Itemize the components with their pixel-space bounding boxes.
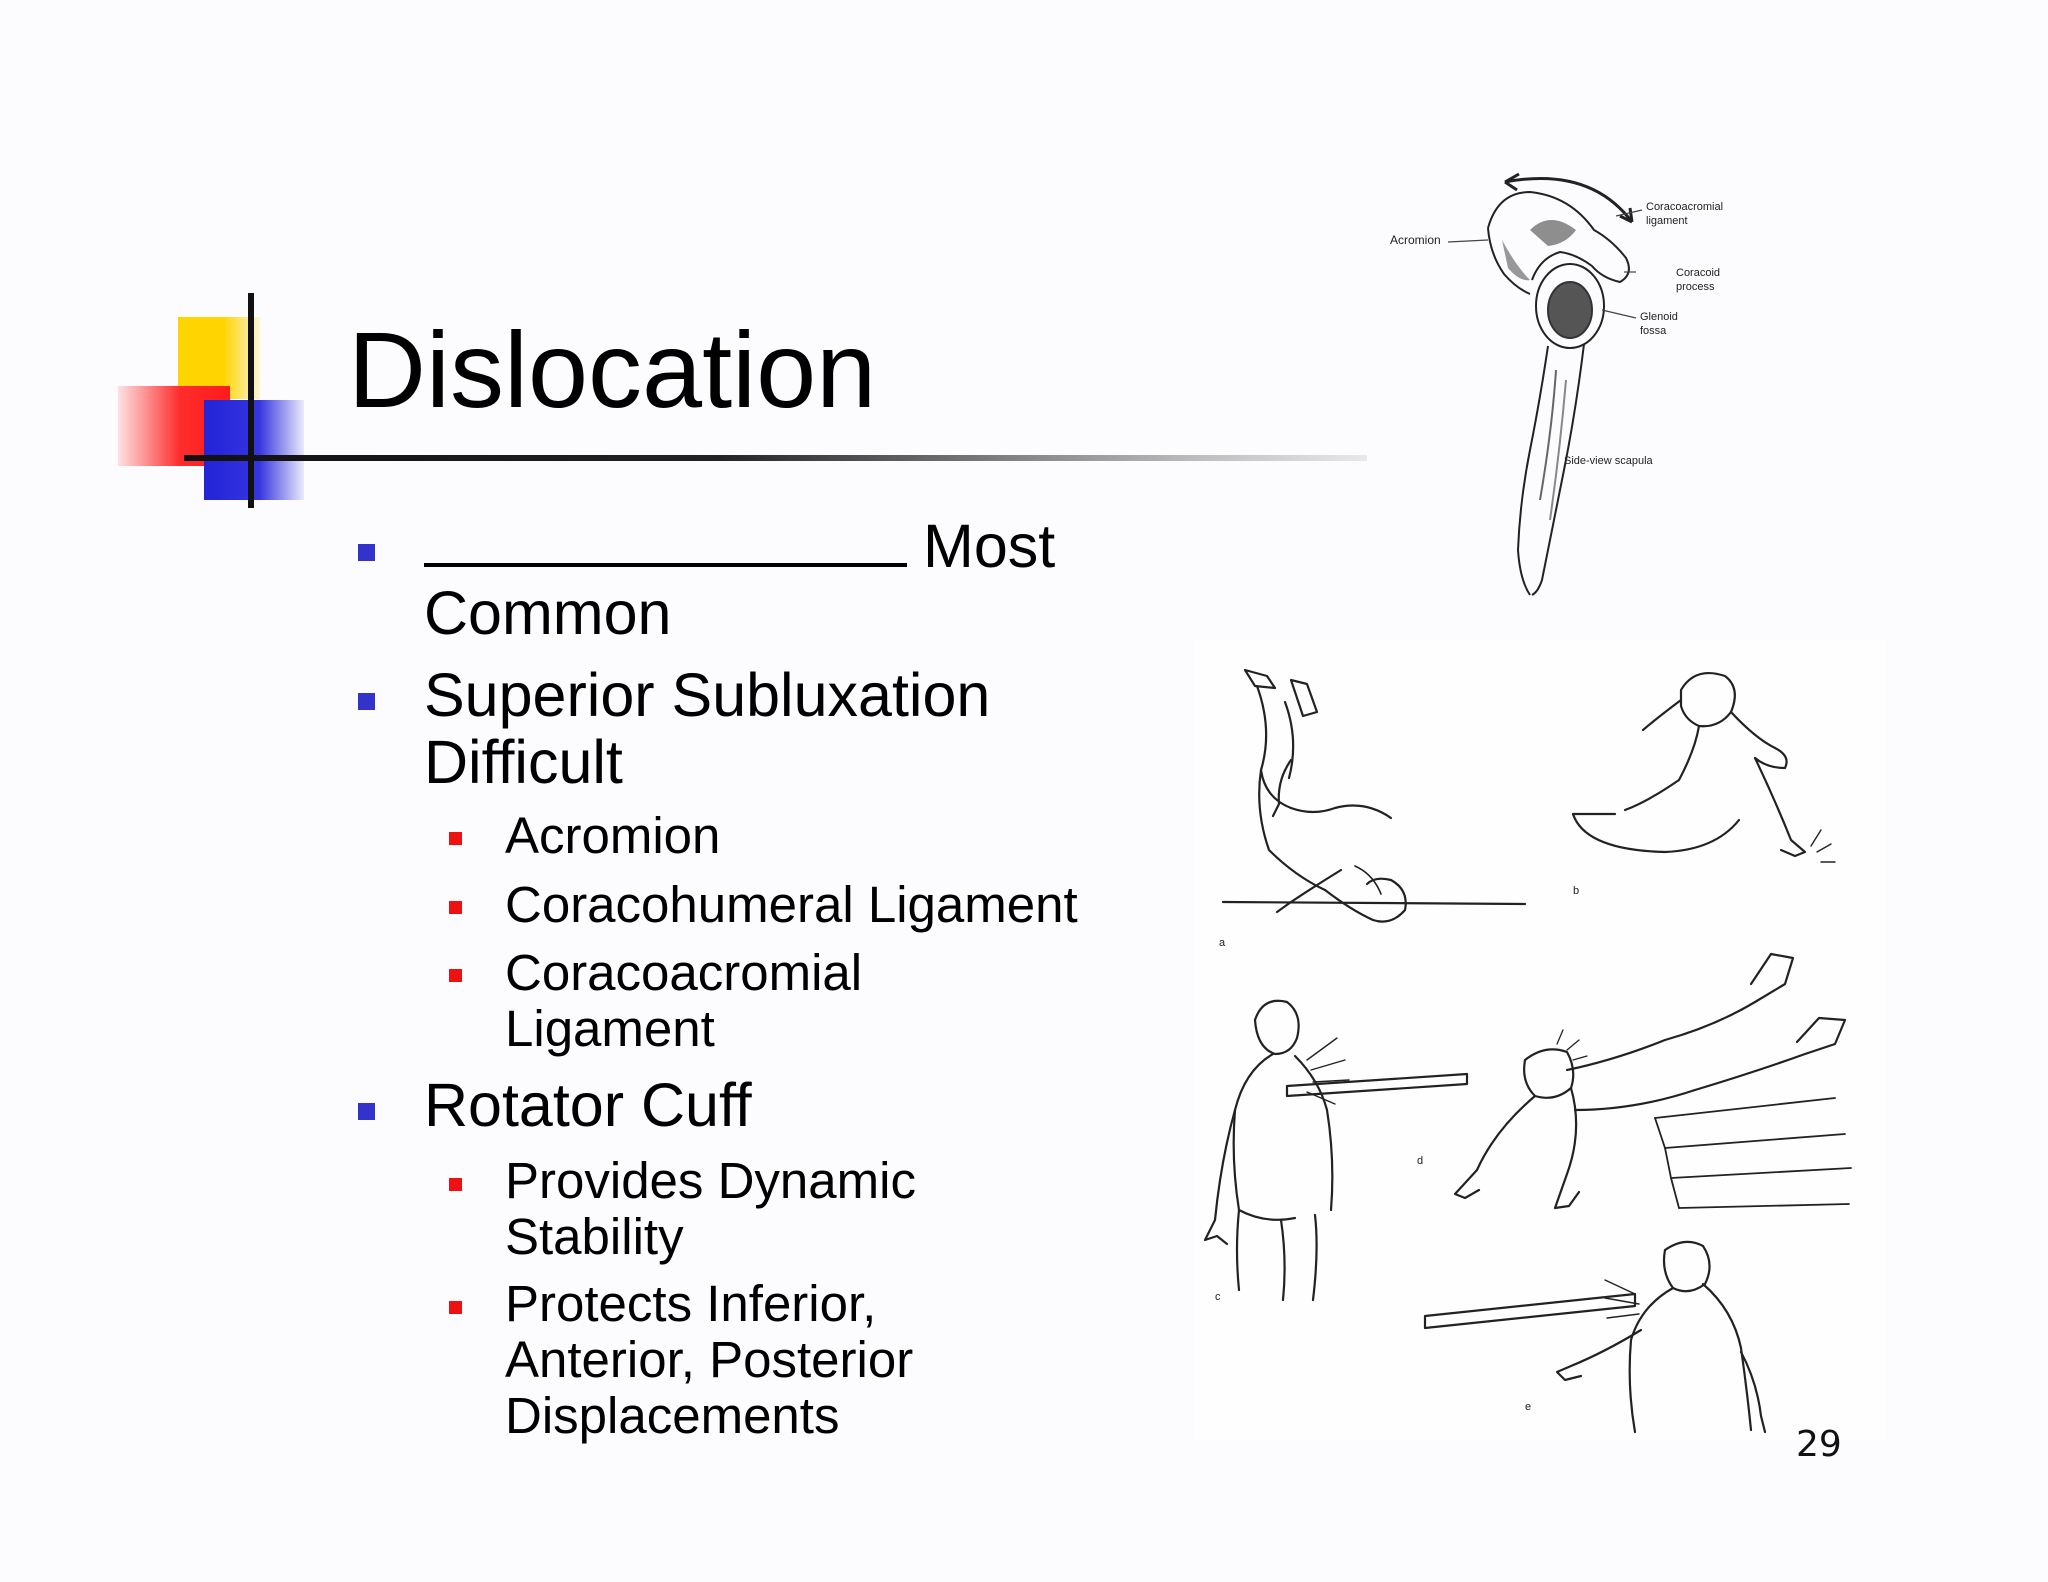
side-view-label: Side-view scapula (1564, 455, 1654, 467)
sub-bullet-item: Protects Inferior, Anterior, Posterior D… (505, 1276, 1125, 1444)
sub-bullet-marker (449, 1178, 462, 1191)
bullet-marker (358, 544, 375, 561)
bullet-text: Most (923, 512, 1056, 580)
panel-label-e: e (1525, 1401, 1531, 1413)
bullet-text: Ligament (505, 1000, 715, 1057)
slide-title: Dislocation (348, 309, 877, 430)
page-number: 29 (1796, 1424, 1842, 1465)
acromion-label: Acromion (1390, 233, 1441, 247)
fill-in-blank (424, 512, 923, 580)
bullet-marker (358, 1103, 375, 1120)
blue-accent-square (204, 400, 304, 500)
sub-bullet-marker (449, 901, 462, 914)
glenoid-label-2: fossa (1640, 325, 1667, 337)
bullet-text: Provides Dynamic (505, 1152, 916, 1209)
sub-bullet-item: Acromion (505, 808, 1125, 864)
sub-bullet-item: Coracohumeral Ligament (505, 877, 1125, 933)
coracoacromial-label-2: ligament (1646, 215, 1688, 227)
injury-mechanism-illustration: a b c d e (1195, 640, 1885, 1440)
bullet-text: Protects Inferior, (505, 1275, 877, 1332)
glenoid-label: Glenoid (1640, 311, 1678, 323)
bullet-text: Stability (505, 1208, 684, 1265)
bullet-text: Difficult (424, 728, 623, 796)
panel-label-c: c (1215, 1291, 1221, 1303)
sub-bullet-marker (449, 832, 462, 845)
title-underline-rule (184, 455, 1367, 461)
bullet-text: Anterior, Posterior (505, 1331, 914, 1388)
sub-bullet-marker (449, 969, 462, 982)
bullet-text: Coracohumeral Ligament (505, 876, 1078, 933)
panel-label-a: a (1219, 937, 1226, 949)
sub-bullet-item: Provides Dynamic Stability (505, 1153, 1125, 1265)
coracoid-label: Coracoid (1676, 267, 1720, 279)
scapula-illustration: Acromion Coracoacromial ligament Coracoi… (1390, 172, 1723, 596)
sub-bullet-item: Coracoacromial Ligament (505, 945, 1125, 1057)
bullet-text: Superior Subluxation (424, 661, 991, 729)
panel-label-b: b (1573, 885, 1579, 897)
coracoacromial-label: Coracoacromial (1646, 201, 1723, 213)
title-vertical-rule (248, 293, 254, 508)
sub-bullet-marker (449, 1301, 462, 1314)
bullet-text: Rotator Cuff (424, 1071, 752, 1139)
coracoid-label-2: process (1676, 281, 1715, 293)
bullet-text: Common (424, 579, 672, 647)
bullet-item: Superior Subluxation Difficult (424, 662, 1124, 796)
yellow-accent-square (178, 317, 260, 399)
bullet-text: Coracoacromial (505, 944, 863, 1001)
bullet-item: Rotator Cuff (424, 1072, 1124, 1139)
bullet-marker (358, 693, 375, 710)
bullet-item: Most Common (424, 513, 1124, 647)
bullet-text: Displacements (505, 1387, 840, 1444)
panel-label-d: d (1417, 1155, 1423, 1167)
bullet-text: Acromion (505, 807, 721, 864)
